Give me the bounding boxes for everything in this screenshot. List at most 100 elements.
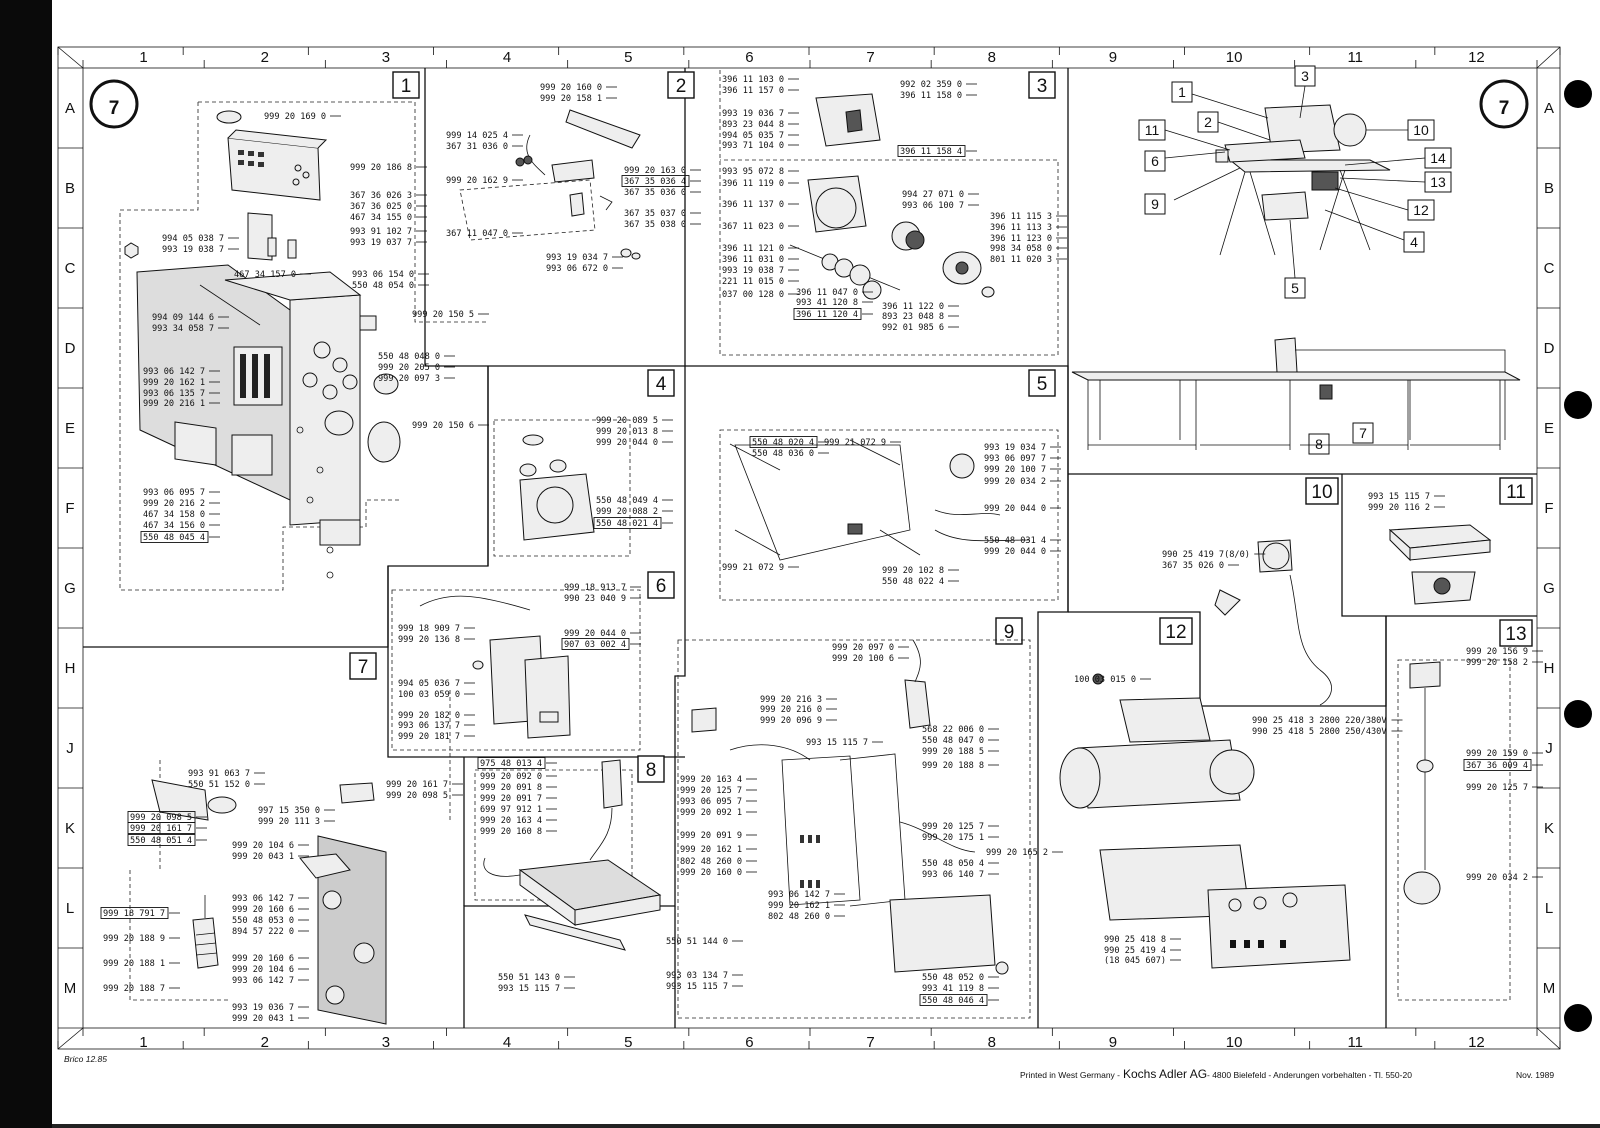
grid-col-bottom: 9 — [1109, 1034, 1117, 1051]
part-number-label: 999 20 098 5 — [386, 791, 448, 801]
part-number-label: 993 15 115 7 — [806, 738, 868, 748]
part-number-label: 699 97 912 1 — [480, 805, 542, 815]
group-6-drawing — [391, 589, 641, 751]
part-number-label: 999 20 044 0 — [596, 438, 658, 448]
part-number-label: 550 48 020 4 — [752, 438, 814, 448]
part-number-label: 999 20 044 0 — [984, 547, 1046, 557]
part-number-label: 999 20 165 2 — [986, 848, 1048, 858]
part-number-label: 994 09 144 6 — [152, 313, 214, 323]
group-box-3: 3 — [1028, 71, 1056, 99]
group-box-13: 13 — [1499, 619, 1533, 647]
group-12-drawing — [1059, 673, 1351, 969]
part-number-label: 999 20 182 0 — [398, 711, 460, 721]
part-number-label: 993 91 102 7 — [350, 227, 412, 237]
part-number-label: 999 20 160 0 — [680, 868, 742, 878]
part-number-label: 999 20 091 8 — [480, 783, 542, 793]
part-number-label: 550 48 052 0 — [922, 973, 984, 983]
part-number-box — [793, 308, 862, 320]
part-number-label: 999 20 188 8 — [922, 761, 984, 771]
part-number-label: 367 11 023 0 — [722, 222, 784, 232]
part-number-box — [561, 638, 630, 650]
svg-text:7: 7 — [1499, 98, 1510, 119]
part-number-label: 994 27 071 0 — [902, 190, 964, 200]
part-number-label: 999 20 096 9 — [760, 716, 822, 726]
part-number-label: 999 20 097 3 — [378, 374, 440, 384]
footer-date: Nov. 1989 — [1516, 1070, 1554, 1080]
svg-text:11: 11 — [1145, 122, 1160, 138]
part-number-label: 396 11 137 0 — [722, 200, 784, 210]
part-number-label: 993 06 142 7 — [232, 894, 294, 904]
grid-row-left: B — [65, 180, 75, 197]
group-box-12: 12 — [1159, 617, 1193, 645]
machine-overview-drawing — [1215, 104, 1391, 256]
part-number-label: 999 20 125 7 — [1466, 783, 1528, 793]
svg-text:6: 6 — [656, 576, 667, 597]
grid-col-top: 9 — [1109, 49, 1117, 66]
part-number-label: 993 06 100 7 — [902, 201, 964, 211]
part-number-label: 999 20 097 0 — [832, 643, 894, 653]
footer-printed: Printed in West Germany - — [1020, 1070, 1120, 1080]
grid-col-bottom: 12 — [1468, 1034, 1485, 1051]
grid-col-top: 10 — [1226, 49, 1243, 66]
part-number-box — [140, 531, 209, 543]
part-number-label: 999 20 100 6 — [832, 654, 894, 664]
part-number-label: 999 20 163 0 — [624, 166, 686, 176]
part-number-label: 999 20 098 5 — [130, 813, 192, 823]
part-number-label: 550 48 022 4 — [882, 577, 944, 587]
part-number-label: 999 20 092 0 — [480, 772, 542, 782]
part-number-label: 999 20 188 9 — [103, 934, 165, 944]
page-number-left: 7 — [89, 79, 139, 129]
footer: Brico 12.85 Printed in West Germany - Ko… — [64, 1054, 1554, 1081]
svg-text:2: 2 — [1204, 114, 1212, 130]
group-10-drawing — [1214, 539, 1332, 706]
part-number-label: 367 35 026 0 — [1162, 561, 1224, 571]
part-number-box — [749, 436, 818, 448]
part-number-label: 993 06 672 0 — [546, 264, 608, 274]
part-number-label: 999 20 150 6 — [412, 421, 474, 431]
grid-row-right: G — [1543, 580, 1555, 597]
svg-text:11: 11 — [1506, 482, 1526, 503]
part-number-box — [127, 834, 196, 846]
part-number-box — [477, 757, 546, 769]
part-number-label: 396 11 047 0 — [796, 288, 858, 298]
part-number-label: 993 19 034 7 — [546, 253, 608, 263]
grid-row-right: M — [1543, 980, 1556, 997]
part-number-label: 999 20 104 6 — [232, 841, 294, 851]
part-number-label: 993 06 142 7 — [232, 976, 294, 986]
part-number-label: 990 23 040 9 — [564, 594, 626, 604]
grid-row-left: L — [66, 900, 74, 917]
scan-edge — [0, 0, 52, 1128]
part-number-label: 999 18 791 7 — [103, 909, 165, 919]
part-number-label: 999 20 104 6 — [232, 965, 294, 975]
svg-text:3: 3 — [1301, 68, 1309, 84]
svg-text:5: 5 — [1037, 374, 1048, 395]
part-number-label: 037 00 128 0 — [722, 290, 784, 300]
part-number-label: 993 19 034 7 — [984, 443, 1046, 453]
part-number-label: 993 06 140 7 — [922, 870, 984, 880]
group-1-drawing — [119, 101, 488, 591]
part-number-label: 990 25 418 5 2800 250/430V — [1252, 727, 1387, 737]
part-number-label: 999 20 162 1 — [680, 845, 742, 855]
callout-2: 2 — [1197, 111, 1219, 133]
grid-row-left: H — [65, 660, 76, 677]
part-number-label: 550 48 053 0 — [232, 916, 294, 926]
part-number-label: 990 25 419 7(8/0) — [1162, 550, 1250, 560]
group-11-drawing — [1388, 524, 1492, 605]
table-line-drawing — [1071, 337, 1521, 450]
part-number-label: 999 20 160 6 — [232, 954, 294, 964]
grid-row-right: C — [1544, 260, 1555, 277]
part-number-label: 993 06 154 0 — [352, 270, 414, 280]
svg-text:10: 10 — [1311, 482, 1332, 503]
part-number-label: 999 18 909 7 — [398, 624, 460, 634]
part-number-label: 367 36 026 3 — [350, 191, 412, 201]
grid-row-left: A — [65, 100, 75, 117]
grid-col-bottom: 5 — [624, 1034, 632, 1051]
part-number-label: 999 20 181 7 — [398, 732, 460, 742]
part-number-label: 993 91 063 7 — [188, 769, 250, 779]
part-number-label: 396 11 121 0 — [722, 244, 784, 254]
part-number-label: 396 11 115 3 — [990, 212, 1052, 222]
part-number-label: 999 20 161 7 — [130, 824, 192, 834]
part-number-label: 893 23 048 8 — [882, 312, 944, 322]
part-number-label: 999 20 160 8 — [480, 827, 542, 837]
